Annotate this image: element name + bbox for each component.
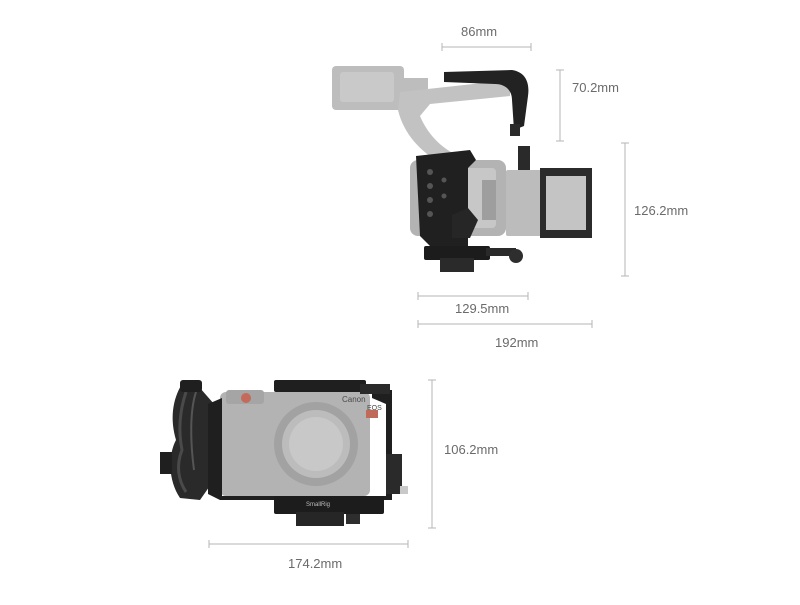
label-side-height: 106.2mm bbox=[444, 442, 499, 457]
handle-grip-panel bbox=[340, 72, 394, 102]
clamp-knob bbox=[346, 514, 360, 524]
dim-129-5mm bbox=[417, 292, 529, 300]
cage-screw bbox=[400, 486, 408, 494]
monitor-arm bbox=[486, 248, 516, 256]
cage-top-rail bbox=[360, 384, 390, 394]
handle-screw bbox=[510, 124, 520, 136]
bottom-plate bbox=[274, 496, 384, 514]
monitor-knob bbox=[509, 249, 523, 263]
quick-release bbox=[440, 258, 474, 272]
cage-hole bbox=[427, 183, 433, 189]
handle-bar bbox=[398, 80, 510, 170]
model-mark: EOS bbox=[367, 405, 382, 412]
cage-side-lock bbox=[386, 454, 402, 494]
record-button bbox=[241, 393, 251, 403]
hand-strap-icon bbox=[160, 380, 214, 500]
monitor-mount bbox=[518, 146, 530, 172]
camera-cage-side-view-icon bbox=[160, 380, 408, 526]
dim-70-2mm bbox=[556, 69, 564, 142]
dim-174-2mm bbox=[208, 540, 409, 548]
cage-hole bbox=[427, 169, 433, 175]
dim-86mm bbox=[441, 43, 532, 51]
monitor-screen bbox=[546, 176, 586, 230]
label-height-handle: 70.2mm bbox=[572, 80, 619, 95]
dim-126-2mm bbox=[621, 142, 629, 277]
cage-clip bbox=[452, 208, 478, 238]
cage-hole bbox=[441, 193, 447, 199]
dim-106-2mm bbox=[428, 379, 436, 529]
plate-logo: SmallRig bbox=[306, 502, 330, 508]
label-height-total: 126.2mm bbox=[634, 203, 689, 218]
cage-top-plate bbox=[274, 380, 366, 392]
camera-cage-top-view-icon bbox=[332, 66, 592, 272]
handle-clamp bbox=[444, 70, 529, 130]
monitor-hinge bbox=[566, 168, 592, 174]
camera-body-edge bbox=[482, 180, 496, 220]
label-width-total: 192mm bbox=[495, 335, 539, 350]
label-width-cage: 129.5mm bbox=[455, 301, 510, 316]
cage-hole bbox=[427, 211, 433, 217]
base-plate bbox=[424, 246, 490, 260]
sensor-opening bbox=[289, 417, 343, 471]
cage-hole bbox=[427, 197, 433, 203]
model-badge bbox=[366, 410, 378, 418]
label-width-handle: 86mm bbox=[461, 24, 498, 39]
dim-192mm bbox=[417, 320, 593, 328]
arca-clamp bbox=[296, 512, 344, 526]
brand-mark: Canon bbox=[342, 395, 366, 404]
cage-hole bbox=[441, 177, 447, 183]
label-side-width: 174.2mm bbox=[288, 556, 343, 571]
